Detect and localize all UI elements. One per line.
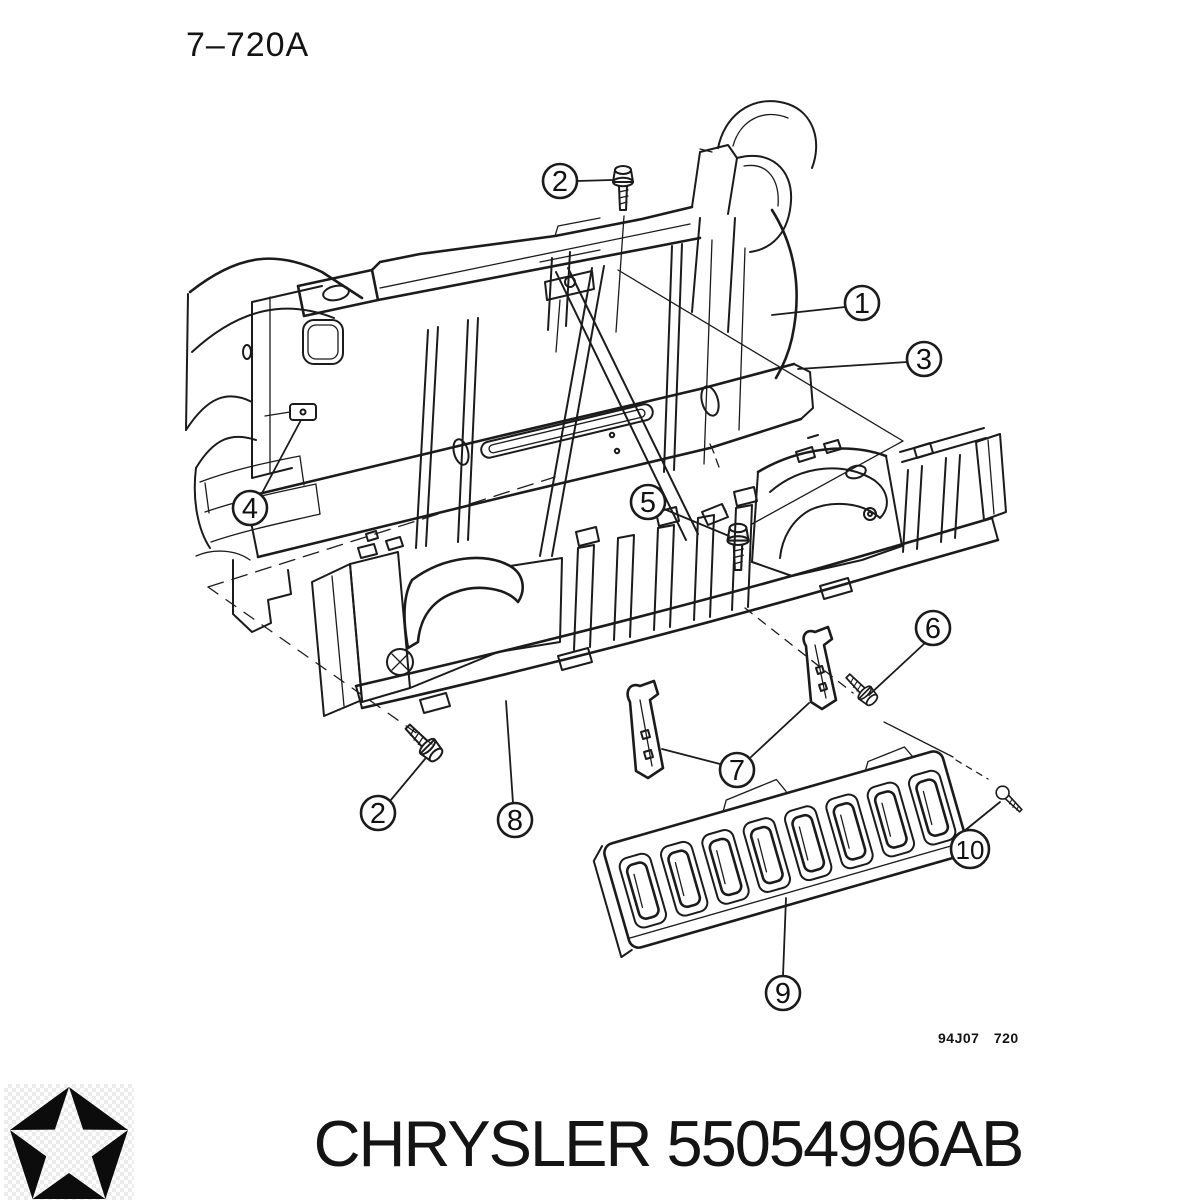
grille-opening-reinforcement bbox=[311, 427, 1007, 717]
grille bbox=[592, 746, 970, 959]
callout-10: 10 bbox=[949, 801, 1001, 870]
screw-2-bottom bbox=[399, 718, 447, 766]
callout-8: 8 bbox=[496, 700, 534, 839]
svg-text:8: 8 bbox=[507, 805, 523, 837]
svg-text:7: 7 bbox=[729, 755, 745, 787]
fasteners bbox=[399, 165, 1023, 813]
callout-layer: 1 2 3 4 5 6 7 2 8 9 10 bbox=[231, 162, 1001, 1012]
svg-text:4: 4 bbox=[242, 493, 258, 525]
callout-2: 2 bbox=[359, 758, 426, 832]
svg-text:5: 5 bbox=[640, 487, 656, 519]
svg-text:3: 3 bbox=[916, 344, 932, 376]
screw-5 bbox=[726, 522, 750, 572]
screw-10 bbox=[995, 785, 1023, 813]
svg-text:9: 9 bbox=[775, 978, 791, 1010]
callout-4: 4 bbox=[231, 419, 302, 527]
svg-text:6: 6 bbox=[925, 613, 941, 645]
chrysler-pentastar-icon bbox=[4, 1084, 134, 1200]
figure-code: 7–720A bbox=[186, 26, 310, 64]
callout-3: 3 bbox=[797, 340, 943, 378]
svg-text:1: 1 bbox=[854, 288, 870, 320]
radiator-support-assembly bbox=[185, 100, 818, 633]
grille-mounting-brackets bbox=[626, 625, 838, 780]
screw-2-top bbox=[612, 165, 634, 211]
plate-code: 94J07 720 bbox=[938, 1030, 1019, 1046]
callout-5: 5 bbox=[629, 483, 730, 537]
callout-7: 7 bbox=[661, 702, 810, 789]
svg-text:2: 2 bbox=[552, 166, 568, 198]
svg-text:10: 10 bbox=[956, 835, 985, 865]
reference-lines bbox=[207, 148, 989, 780]
callout-6: 6 bbox=[868, 609, 952, 696]
svg-text:2: 2 bbox=[370, 798, 386, 830]
brand-part-number: CHRYSLER 55054996AB bbox=[313, 1107, 1025, 1180]
callout-9: 9 bbox=[764, 897, 802, 1012]
callout-1: 1 bbox=[771, 284, 881, 322]
callout-2: 2 bbox=[541, 162, 613, 200]
retainer-clip bbox=[264, 403, 317, 421]
